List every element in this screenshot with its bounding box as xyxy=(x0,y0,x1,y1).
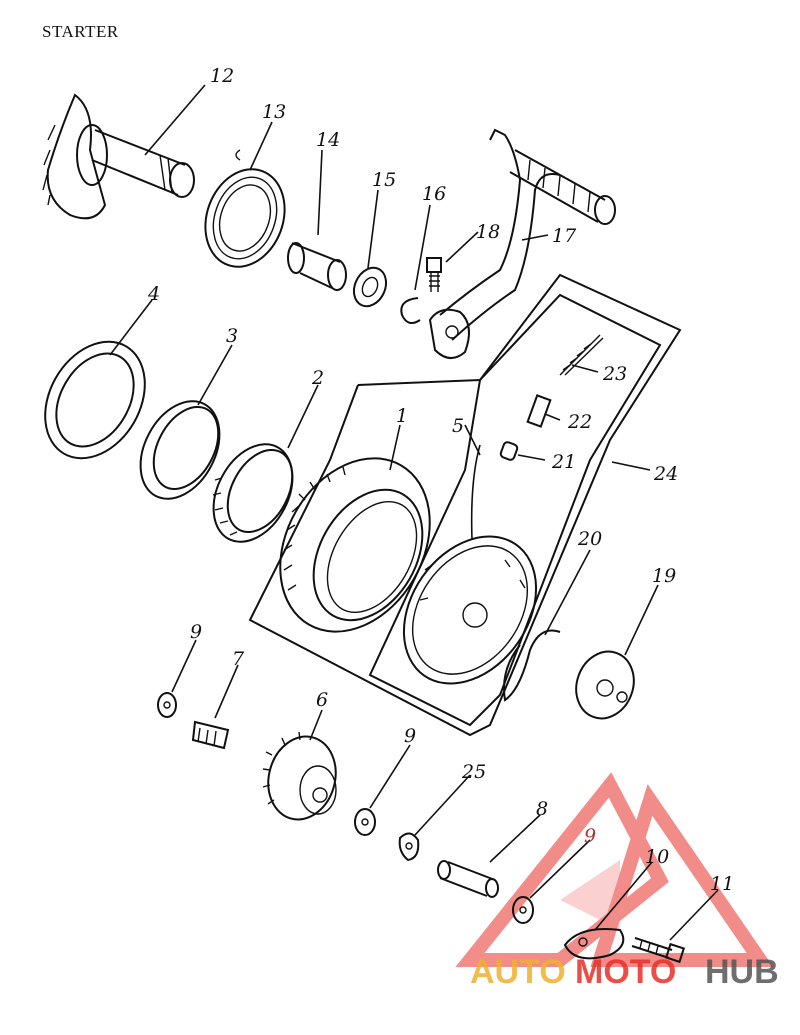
label-7: 7 xyxy=(232,648,245,670)
part-number-labels: 12 13 14 15 16 18 17 4 3 2 1 5 23 22 21 … xyxy=(147,65,734,895)
part-18-bolt xyxy=(426,257,442,292)
label-25: 25 xyxy=(461,761,486,783)
label-19: 19 xyxy=(652,565,676,587)
label-13: 13 xyxy=(262,101,286,123)
part-1-starter-gear xyxy=(279,457,431,633)
label-9-bottom: 9 xyxy=(584,825,596,847)
part-21-pin xyxy=(499,441,519,461)
part-9-washer-b xyxy=(354,808,376,836)
label-18: 18 xyxy=(476,221,500,243)
part-23-spring xyxy=(559,334,604,376)
label-22: 22 xyxy=(567,411,592,433)
part-13-spring xyxy=(204,149,286,268)
part-22-pin xyxy=(526,394,552,428)
part-2-bearing xyxy=(212,443,294,543)
part-20-clip xyxy=(503,629,561,702)
part-4-ring xyxy=(44,340,146,460)
part-7-roller xyxy=(191,720,230,750)
watermark-text: AUTO MOTO HUB xyxy=(470,953,779,991)
part-10-plate xyxy=(563,928,625,960)
part-14-bushing xyxy=(287,242,347,291)
label-16: 16 xyxy=(422,183,446,205)
label-5: 5 xyxy=(452,415,464,437)
part-19-cap xyxy=(575,650,635,720)
label-4: 4 xyxy=(147,283,160,305)
label-11: 11 xyxy=(710,873,734,895)
label-2: 2 xyxy=(311,367,324,389)
part-15-washer xyxy=(352,266,388,308)
label-9-middle: 9 xyxy=(404,725,416,747)
part-9-washer-a xyxy=(157,692,177,718)
assembly-box-1 xyxy=(248,273,682,737)
label-6: 6 xyxy=(316,689,328,711)
label-14: 14 xyxy=(316,129,340,151)
label-10: 10 xyxy=(645,846,669,868)
part-17-kick-lever xyxy=(428,128,616,359)
watermark-moto: MOTO xyxy=(575,953,676,991)
part-8-shaft xyxy=(437,860,499,898)
part-3-ring xyxy=(139,400,221,500)
watermark-hub: HUB xyxy=(705,953,779,991)
assembly-box-5 xyxy=(368,293,662,727)
label-24: 24 xyxy=(653,463,678,485)
part-9-washer-c xyxy=(512,896,534,924)
part-6-pinion-gear xyxy=(262,731,337,821)
part-25-tab-washer xyxy=(398,832,420,862)
label-17: 17 xyxy=(552,225,577,247)
leader-lines xyxy=(109,84,719,941)
label-8: 8 xyxy=(536,798,548,820)
label-3: 3 xyxy=(226,325,238,347)
watermark-auto: AUTO xyxy=(470,953,566,991)
diagram-title: STARTER xyxy=(42,22,119,41)
label-12: 12 xyxy=(210,65,234,87)
label-15: 15 xyxy=(372,169,396,191)
label-23: 23 xyxy=(602,363,627,385)
part-12-kick-shaft xyxy=(42,93,195,220)
part-16-circlip xyxy=(400,297,421,325)
label-1: 1 xyxy=(396,405,408,427)
label-9-top: 9 xyxy=(190,621,202,643)
part-5-ratchet-plate xyxy=(402,535,538,685)
part-11-bolt xyxy=(631,937,686,964)
label-20: 20 xyxy=(577,528,602,550)
label-21: 21 xyxy=(551,451,576,473)
